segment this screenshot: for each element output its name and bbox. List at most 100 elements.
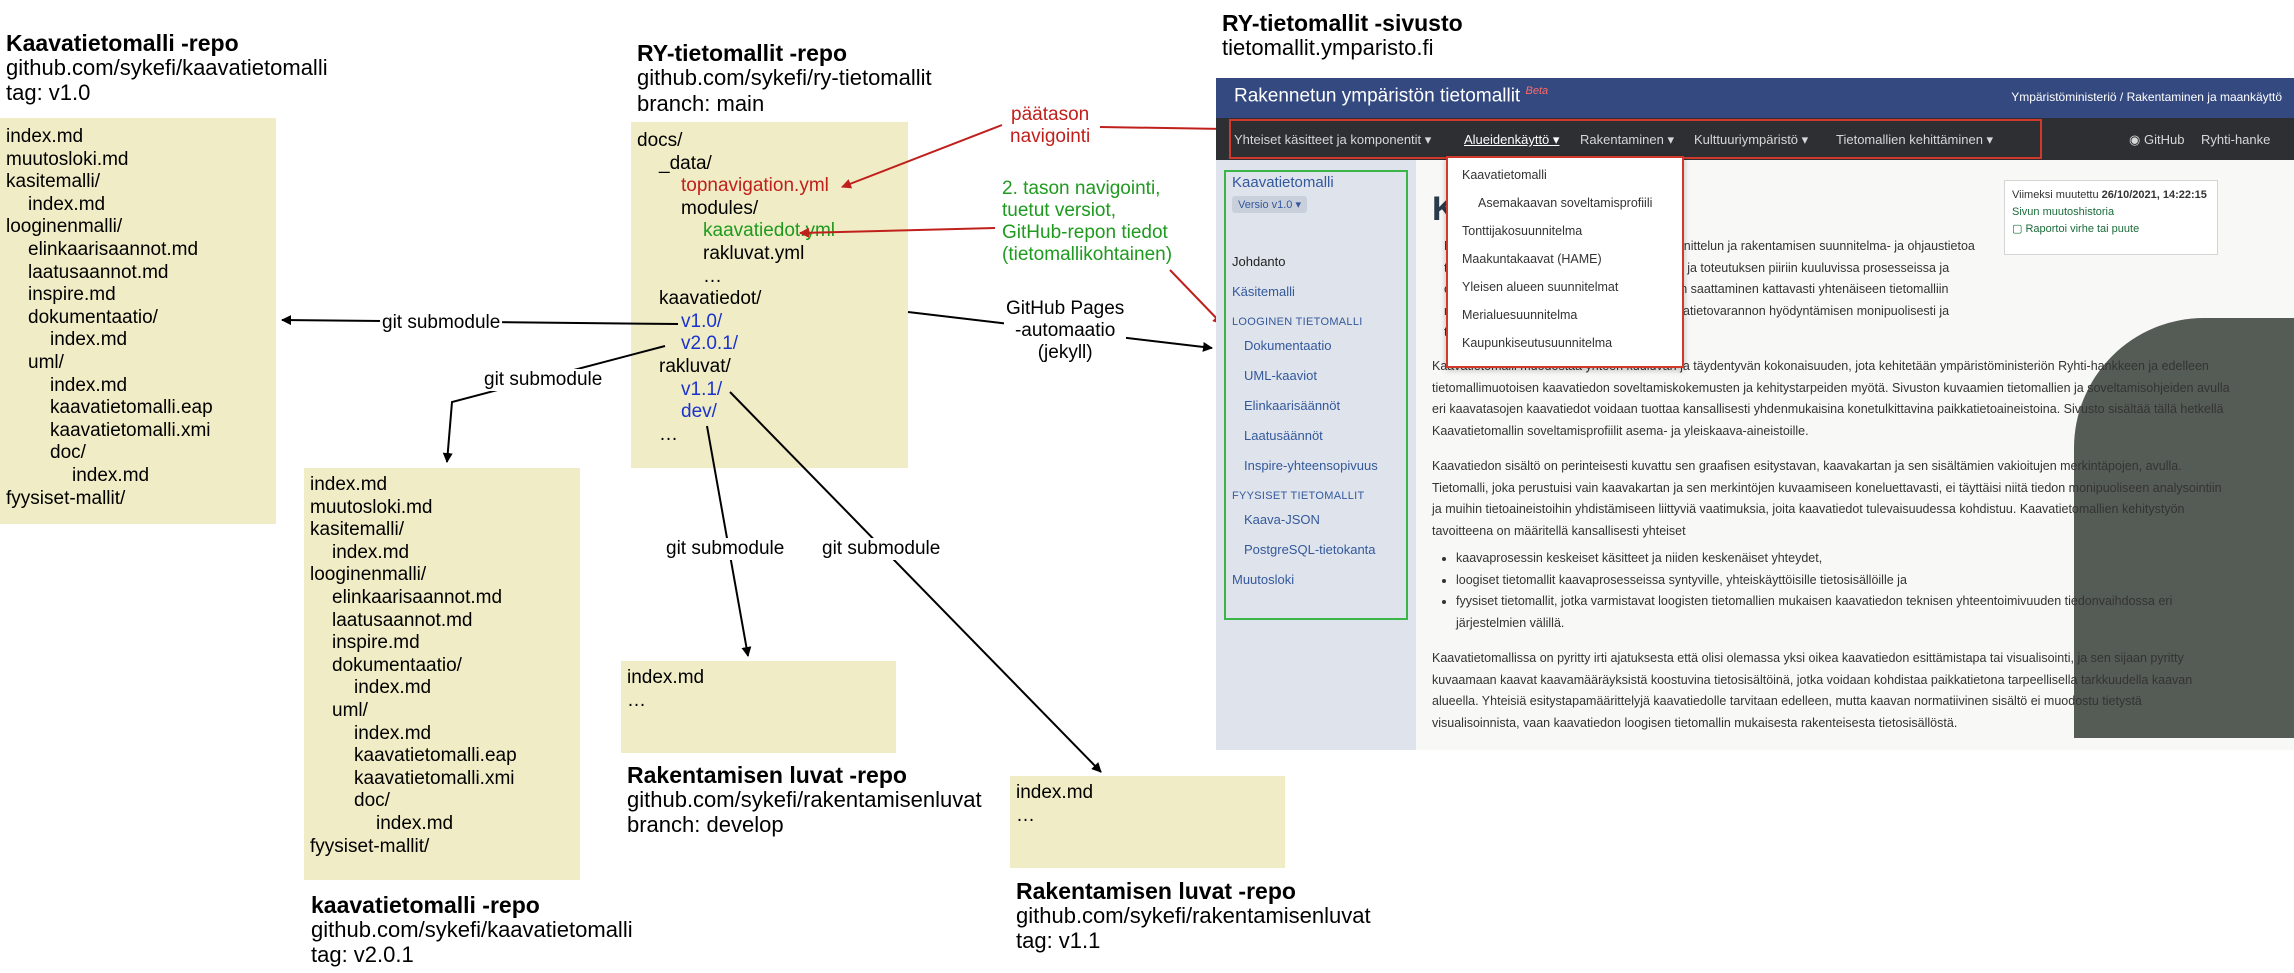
sidebar-laatu[interactable]: Laatusäännöt	[1244, 428, 1323, 443]
file-entry: doc/	[50, 442, 86, 464]
site-sidebar: Kaavatietomalli Versio v1.0 ▾ Johdanto K…	[1216, 160, 1416, 750]
label-git-submodule-2: git submodule	[482, 369, 605, 391]
file-entry: index.md	[50, 329, 128, 351]
sidebar-uml[interactable]: UML-kaaviot	[1244, 368, 1317, 383]
file-entry: dokumentaatio/	[28, 306, 158, 328]
repo-v1-url: github.com/sykefi/kaavatietomalli	[6, 55, 328, 80]
sidebar-kaava-json[interactable]: Kaava-JSON	[1244, 512, 1320, 527]
label-git-submodule-1: git submodule	[380, 312, 503, 334]
sidebar-highlight	[1224, 170, 1408, 620]
site-heading-url: tietomallit.ymparisto.fi	[1222, 35, 1434, 60]
modified-card: Viimeksi muutettu 26/10/2021, 14:22:15 S…	[2004, 180, 2218, 255]
arrow-top-nav-site	[1099, 123, 1227, 134]
dropdown-yleinen-alue[interactable]: Yleisen alueen suunnitelmat	[1462, 280, 1619, 294]
repo-ry-url: github.com/sykefi/ry-tietomallit	[637, 65, 932, 90]
bullet-1: kaavaprosessin keskeiset käsitteet ja ni…	[1456, 548, 2232, 570]
bullet-2: loogiset tietomallit kaavaprosesseissa s…	[1456, 570, 2232, 592]
sidebar-dokumentaatio[interactable]: Dokumentaatio	[1244, 338, 1332, 353]
dropdown-tonttijako[interactable]: Tonttijakosuunnitelma	[1462, 224, 1583, 238]
file-entry: modules/	[681, 197, 759, 219]
file-entry: …	[627, 689, 646, 711]
file-entry: kaavatietomalli.eap	[50, 397, 213, 419]
sidebar-elinkaari[interactable]: Elinkaarisäännöt	[1244, 398, 1341, 413]
sidebar-fyysiset-heading: FYYSISET TIETOMALLIT	[1232, 490, 1365, 502]
file-entry: doc/	[354, 790, 390, 812]
label-top-nav: päätason navigointi	[1008, 104, 1093, 148]
file-entry: uml/	[332, 699, 368, 721]
paragraph-3: Kaavatiedon sisältö on perinteisesti kuv…	[1432, 459, 2222, 538]
github-icon: ◉	[2129, 132, 2141, 147]
sidebar-muutosloki[interactable]: Muutosloki	[1232, 572, 1295, 587]
top-nav-highlight	[1229, 119, 2042, 159]
file-entry: index.md	[627, 667, 705, 688]
repo-v2-url: github.com/sykefi/kaavatietomalli	[311, 917, 633, 942]
file-entry: looginenmalli/	[310, 564, 427, 586]
file-entry: index.md	[72, 464, 150, 486]
file-entry: fyysiset-mallit/	[310, 835, 430, 857]
decor-shape	[2074, 318, 2294, 738]
file-entry: index.md	[28, 193, 106, 215]
nav-rakentaminen[interactable]: Rakentaminen ▾	[1580, 132, 1674, 147]
nav-kehittaminen[interactable]: Tietomallien kehittäminen ▾	[1836, 132, 1994, 147]
dropdown-kaupunkiseutu[interactable]: Kaupunkiseutusuunnitelma	[1462, 336, 1613, 350]
ryhti-link[interactable]: Ryhti-hanke	[2201, 132, 2271, 147]
file-entry: muutosloki.md	[310, 496, 433, 518]
sidebar-johdanto[interactable]: Johdanto	[1232, 254, 1286, 269]
file-entry: inspire.md	[28, 284, 116, 306]
sidebar-inspire[interactable]: Inspire-yhteensopivuus	[1244, 458, 1378, 473]
file-entry: index.md	[50, 374, 128, 396]
site-screenshot: Rakennetun ympäristön tietomallit Beta Y…	[1216, 78, 2294, 750]
site-header: Rakennetun ympäristön tietomallit Beta Y…	[1216, 78, 2294, 118]
dropdown-asemakaava[interactable]: Asemakaavan soveltamisprofiili	[1478, 196, 1653, 210]
history-link[interactable]: Sivun muutoshistoria	[2012, 206, 2115, 218]
site-brand[interactable]: Rakennetun ympäristön tietomallit Beta	[1234, 85, 1549, 107]
paragraph-2: Kaavatietomalli muodostaa yhteen kuuluva…	[1432, 359, 2230, 438]
file-entry: v1.0/	[681, 310, 723, 332]
nav-dropdown: Kaavatietomalli Asemakaavan soveltamispr…	[1446, 156, 1684, 368]
repo-v1-ref: tag: v1.0	[6, 80, 91, 105]
file-entry: dev/	[681, 401, 717, 423]
ministry-link[interactable]: Ympäristöministeriö / Rakentaminen ja ma…	[2011, 90, 2282, 104]
file-entry: elinkaarisaannot.md	[28, 238, 199, 260]
github-link[interactable]: ◉ GitHub	[2129, 132, 2185, 147]
file-entry: index.md	[310, 474, 388, 495]
version-select[interactable]: Versio v1.0 ▾	[1232, 196, 1307, 213]
file-entry: elinkaarisaannot.md	[332, 586, 503, 608]
bullet-3: fyysiset tietomallit, jotka varmistavat …	[1456, 591, 2232, 634]
file-entry: index.md	[332, 541, 410, 563]
file-entry: laatusaannot.md	[332, 609, 473, 631]
repo-v2-ref: tag: v2.0.1	[311, 942, 414, 967]
nav-alueidenkaytto[interactable]: Alueidenkäyttö ▾	[1464, 132, 1560, 147]
report-link[interactable]: ▢ Raportoi virhe tai puute	[2012, 223, 2140, 235]
file-entry: dokumentaatio/	[332, 654, 462, 676]
label-gh-pages: GitHub Pages -automaatio (jekyll)	[1004, 298, 1127, 364]
comment-icon: ▢	[2012, 223, 2023, 235]
repo-rak-dev-ref: branch: develop	[627, 812, 784, 837]
nav-kulttuuriymparisto[interactable]: Kulttuuriympäristö ▾	[1694, 132, 1809, 147]
file-entry: rakluvat.yml	[703, 242, 805, 264]
dropdown-maakunta[interactable]: Maakuntakaavat (HAME)	[1462, 252, 1602, 266]
file-entry: docs/	[637, 130, 683, 151]
nav-yhteiset[interactable]: Yhteiset käsitteet ja komponentit ▾	[1234, 132, 1432, 147]
file-entry: index.md	[376, 812, 454, 834]
repo-v2-title: kaavatietomalli -repo	[311, 892, 540, 918]
site-top-nav: Yhteiset käsitteet ja komponentit ▾ Alue…	[1216, 118, 2294, 160]
sidebar-postgresql[interactable]: PostgreSQL-tietokanta	[1244, 542, 1376, 557]
file-entry: …	[659, 423, 678, 445]
file-entry: muutosloki.md	[6, 148, 129, 170]
file-entry: inspire.md	[332, 632, 420, 654]
sidebar-kasitemalli[interactable]: Käsitemalli	[1232, 284, 1295, 299]
file-entry: kaavatietomalli.xmi	[50, 419, 211, 441]
dropdown-meri[interactable]: Merialuesuunnitelma	[1462, 308, 1578, 322]
dropdown-kaavatietomalli[interactable]: Kaavatietomalli	[1462, 168, 1547, 182]
file-entry: kasitemalli/	[310, 519, 404, 541]
repo-rak-dev-file-box: index.md…	[621, 661, 896, 753]
file-entry: laatusaannot.md	[28, 261, 169, 283]
sidebar-title[interactable]: Kaavatietomalli	[1232, 174, 1334, 191]
repo-ry-ref: branch: main	[637, 91, 765, 116]
file-entry: index.md	[354, 677, 432, 699]
